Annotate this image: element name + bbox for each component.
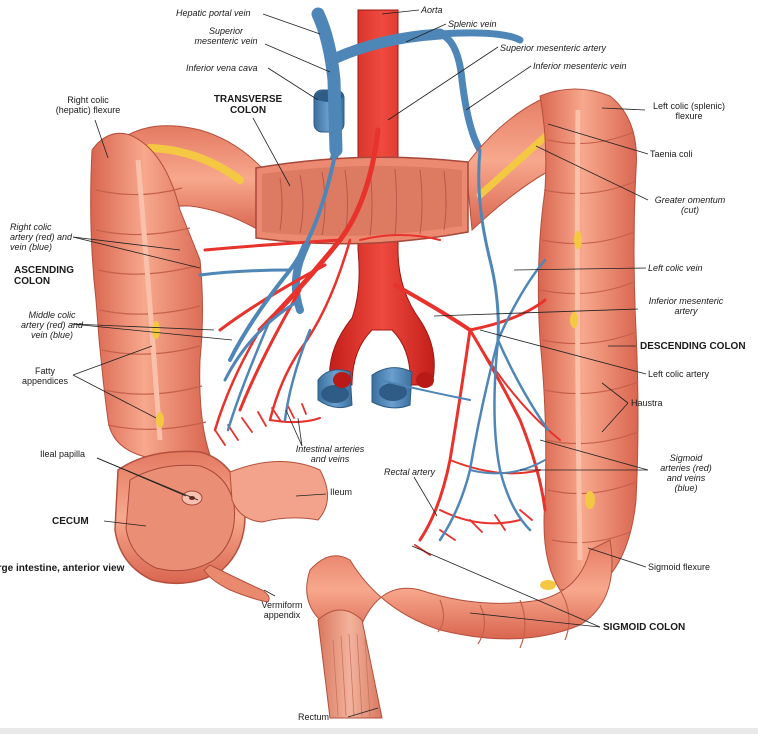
label-splenic-vein: Splenic vein (448, 19, 497, 29)
label-superior-mesenteric-artery: Superior mesenteric artery (500, 43, 607, 53)
cecum (114, 450, 246, 585)
sigmoid-colon (306, 539, 613, 649)
label-middle-colic-artery: Middle colic artery (red) and vein (blue… (20, 310, 84, 340)
label-intestinal-arteries-veins: Intestinal arteries and veins (295, 444, 365, 464)
vermiform-appendix (203, 564, 270, 603)
label-aorta: Aorta (421, 5, 443, 15)
label-inferior-vena-cava: Inferior vena cava (186, 63, 258, 73)
right-margin (744, 0, 758, 734)
rectum (317, 609, 383, 719)
leader-lines (71, 9, 649, 718)
label-hepatic-portal-vein: Hepatic portal vein (176, 8, 251, 18)
label-rectum: Rectum (298, 712, 330, 722)
figure-caption: Large intestine, anterior view (0, 563, 125, 574)
label-sigmoid-arteries-veins: Sigmoid arteries (red) and veins (blue) (660, 453, 712, 493)
label-taenia-coli: Taenia coli (650, 149, 693, 159)
ileum (229, 461, 328, 523)
label-ascending-colon: ASCENDING COLON (14, 265, 75, 287)
label-cecum: CECUM (52, 516, 89, 527)
ascending-colon (90, 132, 211, 464)
label-right-colic-artery: Right colic artery (red) and vein (blue) (10, 222, 73, 252)
label-inferior-mesenteric-artery: Inferior mesenteric artery (648, 296, 724, 316)
label-descending-colon: DESCENDING COLON (640, 341, 746, 352)
bottom-scrollbar-strip (0, 728, 758, 734)
label-sigmoid-colon: SIGMOID COLON (603, 622, 686, 633)
label-ileal-papilla: Ileal papilla (40, 449, 86, 459)
label-transverse-colon: TRANSVERSE COLON (213, 94, 283, 116)
label-sigmoid-flexure: Sigmoid flexure (648, 562, 711, 572)
label-vermiform-appendix: Vermiform appendix (261, 600, 303, 620)
label-inferior-mesenteric-vein: Inferior mesenteric vein (533, 61, 627, 71)
label-superior-mesenteric-vein: Superior mesenteric vein (194, 26, 258, 46)
label-rectal-artery: Rectal artery (384, 467, 436, 477)
label-left-colic-artery: Left colic artery (648, 369, 710, 379)
common-iliac-veins (317, 367, 434, 409)
label-left-colic-flexure: Left colic (splenic) flexure (652, 101, 726, 121)
label-greater-omentum: Greater omentum (cut) (654, 195, 726, 215)
label-ileum: Ileum (330, 487, 353, 497)
mesenteric-veins (198, 148, 550, 542)
descending-colon (537, 88, 639, 591)
label-haustra: Haustra (631, 398, 663, 408)
label-fatty-appendices: Fatty appendices (21, 366, 69, 386)
label-left-colic-vein: Left colic vein (648, 263, 703, 273)
label-right-colic-flexure: Right colic (hepatic) flexure (55, 95, 121, 115)
